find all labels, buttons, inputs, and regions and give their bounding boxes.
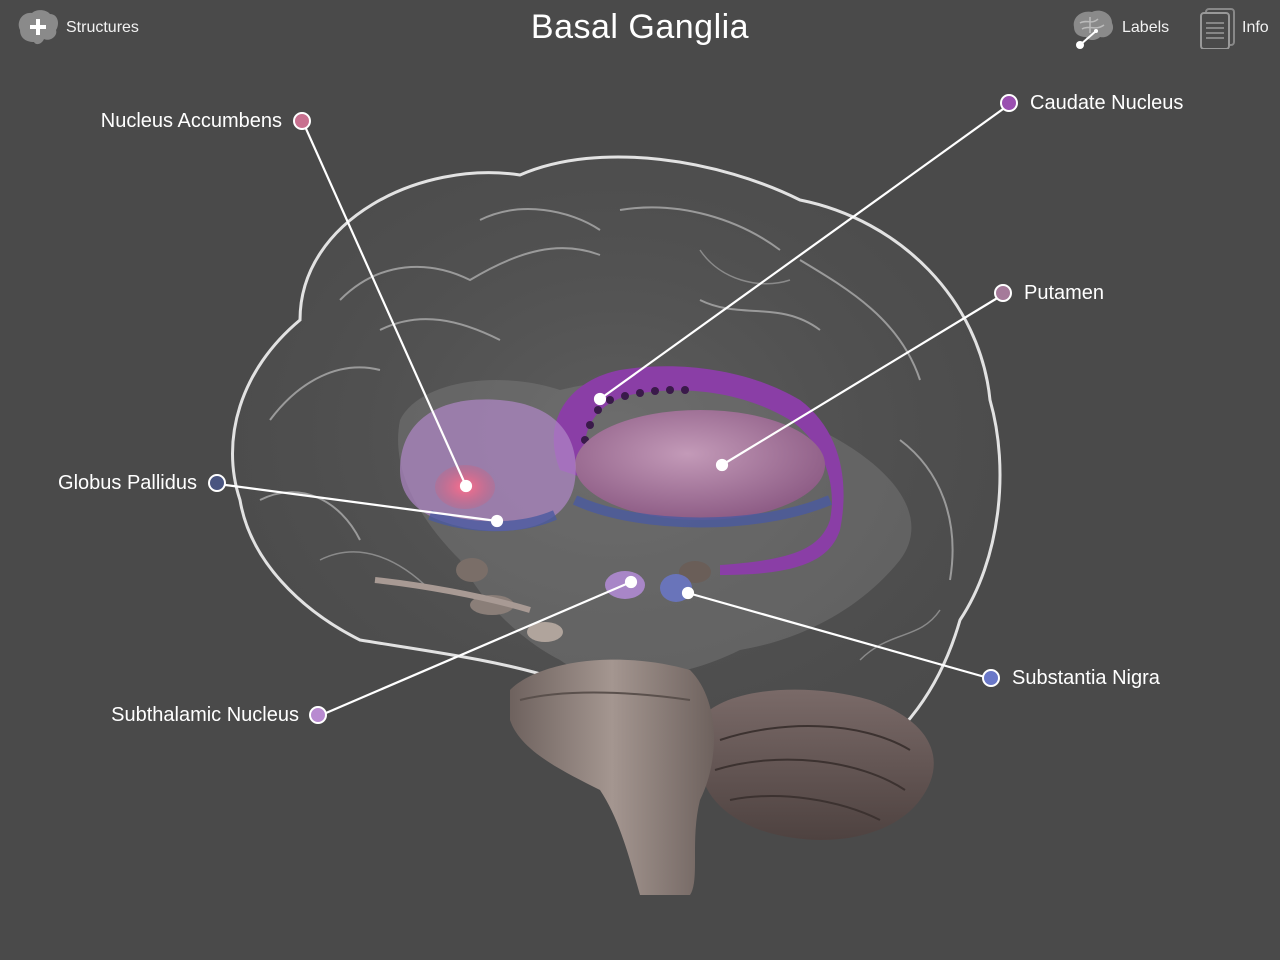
globus-pallidus-label[interactable]: Globus Pallidus <box>58 472 197 494</box>
putamen-shape <box>575 410 825 520</box>
top-toolbar: Structures Basal Ganglia Labels <box>0 0 1280 60</box>
putamen-label[interactable]: Putamen <box>1024 282 1105 304</box>
info-label: Info <box>1242 19 1269 36</box>
globus-pallidus-anchor <box>490 514 504 528</box>
labels-button[interactable]: Labels <box>1070 6 1169 50</box>
caudate-nucleus-shape <box>553 366 844 575</box>
subthalamic-nucleus-dot[interactable] <box>309 706 327 724</box>
structures-button[interactable]: Structures <box>14 6 139 50</box>
brain-labels-icon <box>1070 7 1116 49</box>
subthalamic-nucleus-label[interactable]: Subthalamic Nucleus <box>111 704 299 726</box>
substantia-nigra-label[interactable]: Substantia Nigra <box>1012 667 1160 689</box>
subthalamic-nucleus-anchor <box>624 575 638 589</box>
page-title: Basal Ganglia <box>530 8 750 46</box>
putamen-dot[interactable] <box>994 284 1012 302</box>
caudate-nucleus-label[interactable]: Caudate Nucleus <box>1030 92 1184 114</box>
nucleus-accumbens-anchor <box>459 479 473 493</box>
cerebellum <box>700 689 934 840</box>
info-button[interactable]: Info <box>1198 6 1269 50</box>
brainstem <box>510 659 714 895</box>
nucleus-accumbens-label[interactable]: Nucleus Accumbens <box>100 110 282 132</box>
caudate-nucleus-anchor <box>593 392 607 406</box>
substantia-nigra-anchor <box>681 586 695 600</box>
putamen-anchor <box>715 458 729 472</box>
globus-pallidus-dot[interactable] <box>208 474 226 492</box>
structures-label: Structures <box>66 19 139 36</box>
caudate-nucleus-dot[interactable] <box>1000 94 1018 112</box>
labels-label: Labels <box>1122 19 1170 36</box>
substantia-nigra-dot[interactable] <box>982 669 1000 687</box>
nucleus-accumbens-dot[interactable] <box>293 112 311 130</box>
document-icon <box>1198 7 1236 50</box>
brain-plus-icon <box>14 8 60 48</box>
